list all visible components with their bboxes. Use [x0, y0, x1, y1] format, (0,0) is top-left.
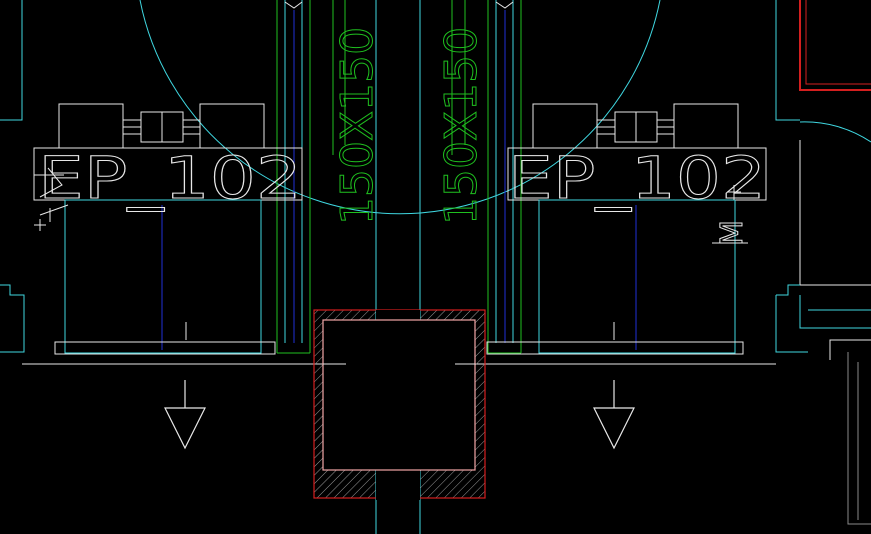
duct-size-label-left: 150X150: [332, 27, 383, 225]
pump-tag-right[interactable]: EP_102: [508, 144, 767, 213]
duct-size-labels: 150X150 150X150: [332, 26, 488, 225]
left-wall-outline: [0, 0, 25, 353]
pump-right[interactable]: [455, 103, 776, 365]
duct-size-label-right: 150X150: [436, 27, 487, 225]
right-wall-outline: [775, 0, 871, 525]
duct-top-markers: [284, 1, 514, 9]
pump-left[interactable]: [22, 103, 346, 365]
vessel-arc-outline: [139, 0, 661, 215]
sump-pit[interactable]: [313, 309, 486, 500]
flow-arrow-right: [593, 380, 635, 450]
pump-tag-left[interactable]: EP_102: [38, 144, 303, 213]
flow-arrow-left: [164, 380, 206, 450]
instrument-letter-right: M: [715, 220, 750, 246]
instrument-marker-left: [34, 167, 69, 231]
instrument-marker-right: [712, 185, 748, 244]
duct-right: [451, 0, 522, 354]
